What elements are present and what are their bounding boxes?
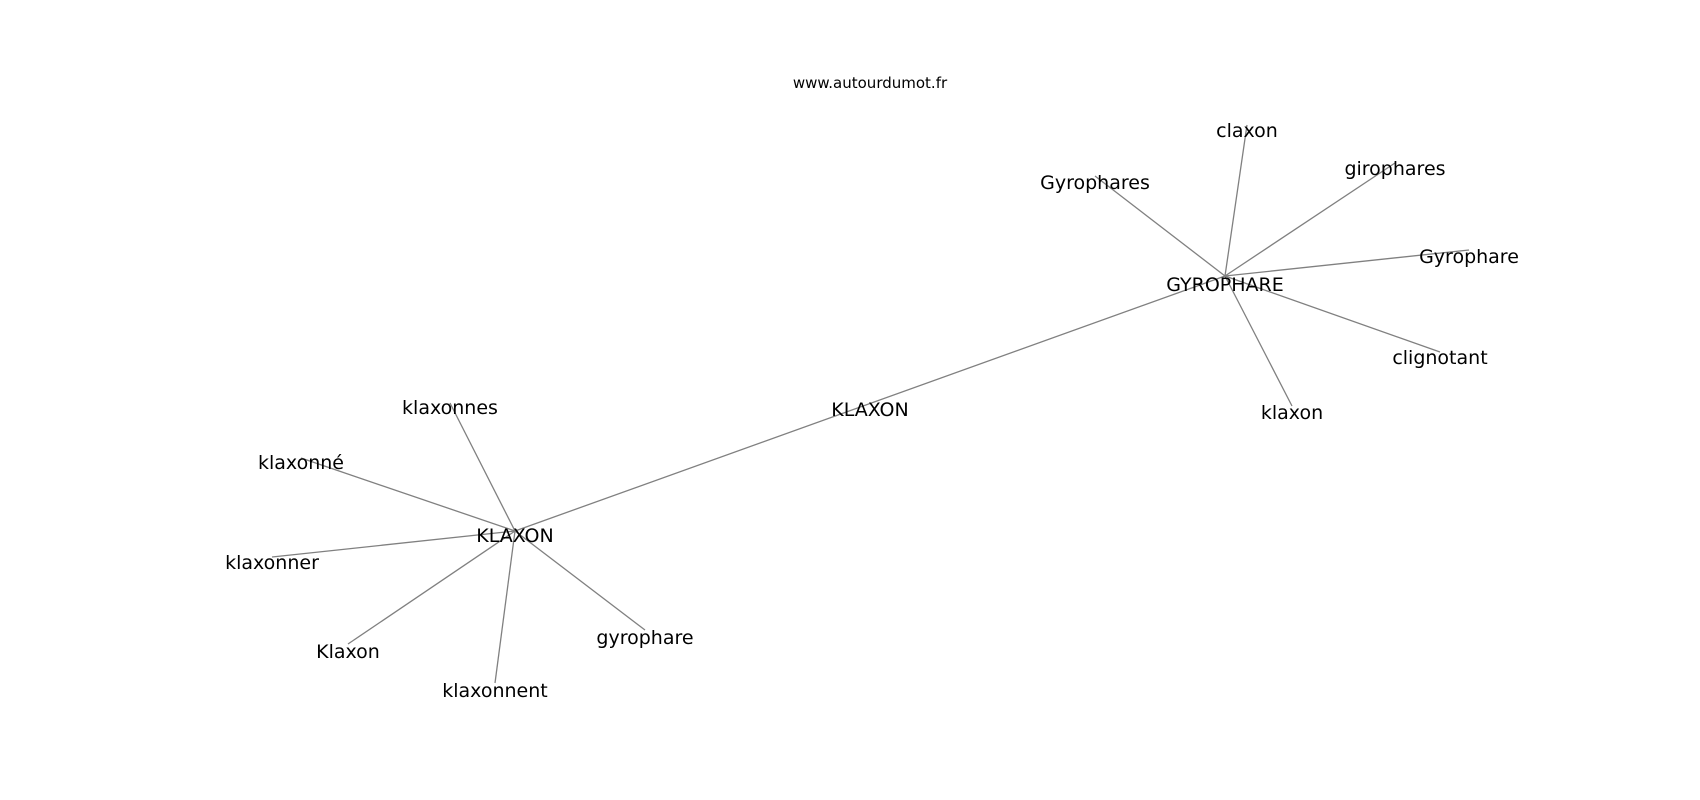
node-klaxonne_acc[interactable]: klaxonné (258, 452, 344, 474)
node-girophares[interactable]: girophares (1344, 158, 1445, 180)
node-Gyrophares_cap[interactable]: Gyrophares (1040, 172, 1150, 194)
node-Klaxon_cap[interactable]: Klaxon (316, 641, 380, 663)
edge-hub_gyrophare-clignotant (1224, 275, 1441, 353)
edge-hub_gyrophare-klaxon_low (1224, 275, 1293, 407)
edge-hub_klaxon-klaxonne_acc (300, 457, 516, 532)
edge-hub_gyrophare-Gyrophares_cap (1094, 175, 1226, 277)
node-gyrophare_low[interactable]: gyrophare (596, 627, 693, 649)
edge-hub_gyrophare-girophares (1224, 162, 1396, 277)
node-klaxonnes[interactable]: klaxonnes (402, 397, 498, 419)
node-klaxonnent[interactable]: klaxonnent (442, 680, 547, 702)
edge-hub_klaxon-klaxonnes (449, 402, 516, 532)
node-claxon[interactable]: claxon (1216, 120, 1278, 142)
node-klaxonner[interactable]: klaxonner (225, 552, 319, 574)
edge-hub_gyrophare-claxon (1224, 124, 1248, 277)
node-hub_klaxon[interactable]: KLAXON (476, 525, 553, 547)
node-hub_gyrophare[interactable]: GYROPHARE (1166, 274, 1284, 296)
edge-hub_klaxon-hub_gyrophare (514, 275, 1226, 532)
node-klaxon_low[interactable]: klaxon (1261, 402, 1323, 424)
node-clignotant[interactable]: clignotant (1392, 347, 1487, 369)
node-Gyrophare_cap[interactable]: Gyrophare (1419, 246, 1519, 268)
edge-hub_klaxon-klaxonner (271, 530, 516, 558)
site-url-label: www.autourdumot.fr (793, 74, 948, 92)
graph-edges (271, 124, 1470, 684)
graph-nodes: KLAXON KLAXON GYROPHARE klaxonnes klaxonné kl… (225, 120, 1519, 702)
edge-hub_gyrophare-Gyrophare_cap (1224, 249, 1470, 277)
edge-hub_klaxon-klaxonnent (494, 530, 516, 684)
edge-hub_klaxon-Klaxon_cap (347, 530, 516, 645)
node-center[interactable]: KLAXON (831, 399, 908, 421)
edge-hub_klaxon-gyrophare_low (514, 530, 646, 631)
